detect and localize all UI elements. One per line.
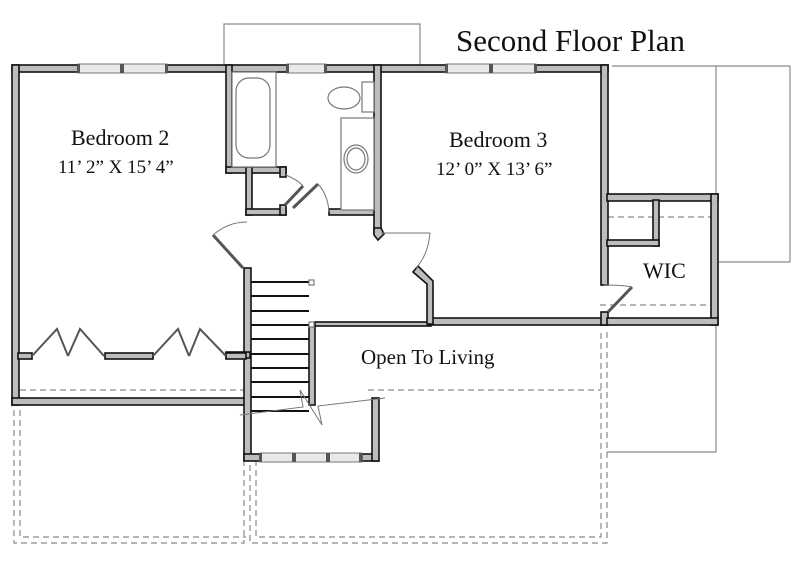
room-label-wic: WIC: [643, 258, 686, 283]
door-bedroom3: [381, 232, 431, 269]
walls: [11, 64, 719, 462]
window-hall: [259, 452, 363, 463]
bathtub: [231, 71, 277, 168]
vanity-sink: [340, 117, 375, 211]
roof-outline-top: [223, 23, 421, 66]
door-bath: [291, 182, 330, 213]
door-wic: [603, 284, 634, 314]
lower-floor-outline: [13, 216, 712, 544]
area-label-open-to-living: Open To Living: [361, 345, 495, 369]
room-dimensions-bedroom2: 11’ 2” X 15’ 4”: [58, 157, 174, 178]
door-closet: [283, 174, 305, 207]
roof-outline-right: [607, 65, 791, 453]
window-bedroom3: [445, 63, 537, 74]
door-bedroom2: [211, 221, 248, 270]
staircase: [239, 279, 386, 426]
window-bedroom2: [77, 63, 168, 74]
room-label-bedroom3: Bedroom 3: [449, 127, 548, 152]
toilet: [327, 81, 375, 113]
room-dimensions-bedroom3: 12’ 0” X 13’ 6”: [436, 159, 553, 180]
room-label-bedroom2: Bedroom 2: [71, 125, 170, 150]
plan-title: Second Floor Plan: [456, 23, 686, 58]
bifold-closet-doors: [31, 327, 227, 357]
window-bath: [286, 63, 327, 74]
